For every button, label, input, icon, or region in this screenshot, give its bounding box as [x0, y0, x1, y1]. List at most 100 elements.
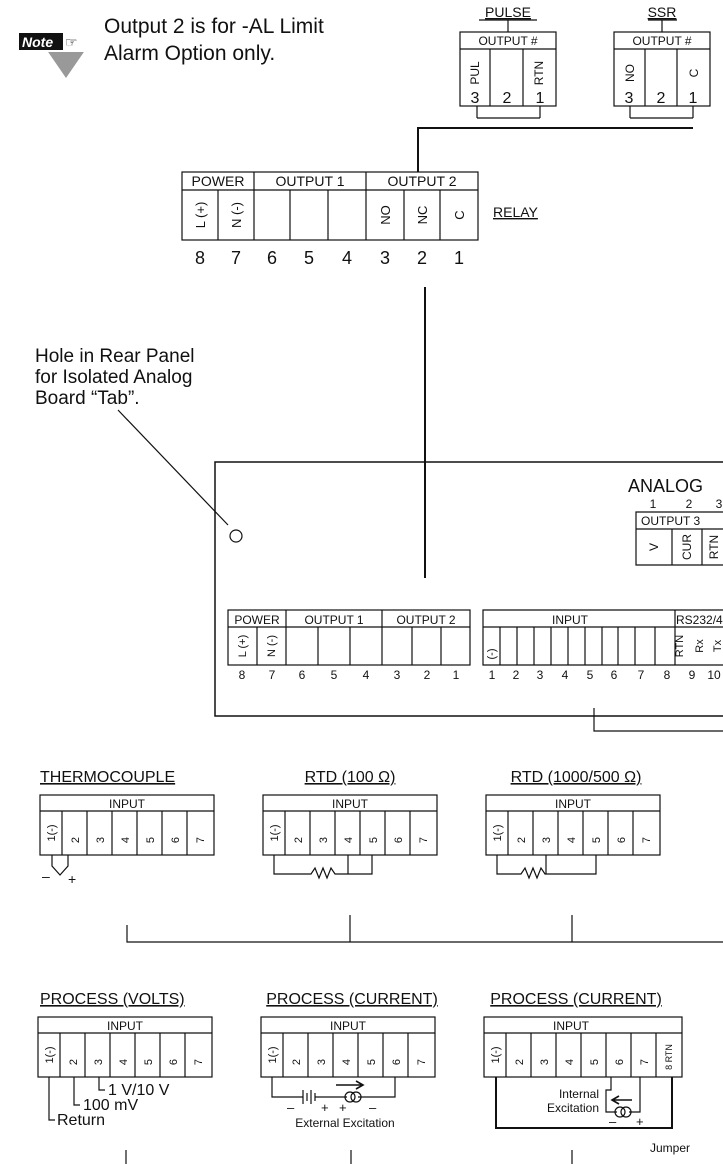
rtd1000-header: INPUT	[555, 797, 592, 811]
ssr-num-2: 2	[657, 90, 666, 107]
rear-num-2: 2	[424, 668, 431, 682]
proc-cur-int-block: PROCESS (CURRENT) INPUT 1(-) 2 3 4 5 6 7…	[483, 991, 690, 1155]
rear-header-output2: OUTPUT 2	[396, 613, 455, 627]
pci-cell-7: 7	[639, 1059, 651, 1065]
pulse-num-2: 2	[503, 90, 512, 107]
pce-cell-7: 7	[416, 1059, 428, 1065]
proc-cur-int-title: PROCESS (CURRENT)	[490, 991, 662, 1008]
pv-cell-4: 4	[118, 1059, 130, 1065]
note-badge: Note	[22, 34, 53, 50]
rtd1000-block: RTD (1000/500 Ω) INPUT 1(-) 2 3 4 5 6 7	[485, 769, 661, 880]
pulse-num-3: 3	[471, 90, 480, 107]
rs-num-8: 8	[664, 668, 671, 682]
analog-num-3: 3	[716, 497, 723, 511]
note-hand-icon: ☞	[65, 34, 78, 50]
pci-cell-1: 1(-)	[490, 1046, 502, 1063]
pce-minus2: –	[369, 1100, 377, 1115]
rtd100-cell-2: 2	[293, 837, 305, 843]
top-header-power: POWER	[192, 173, 245, 189]
rtd1000-cell-4: 4	[566, 837, 578, 843]
rear-input-num-7: 7	[638, 668, 645, 682]
rear-input-num-1: 1	[489, 668, 496, 682]
note-triangle-icon	[44, 46, 88, 78]
proc-volts-cells: 1(-) 2 3 4 5 6 7	[44, 1033, 205, 1077]
proc-volts-label-v: 1 V/10 V	[108, 1082, 170, 1099]
rear-num-4: 4	[363, 668, 370, 682]
bus-line-row1	[126, 915, 723, 943]
pci-minus: –	[609, 1114, 617, 1129]
rtd1000-title: RTD (1000/500 Ω)	[511, 769, 642, 786]
rtd100-cells: 1(-) 2 3 4 5 6 7	[269, 811, 430, 855]
tc-cell-3: 3	[95, 837, 107, 843]
analog-title: ANALOG	[628, 476, 703, 496]
rs-num-9: 9	[689, 668, 696, 682]
analog-label-rtn: RTN	[707, 535, 721, 559]
top-label-n: N (-)	[229, 202, 244, 228]
tc-cell-2: 2	[70, 837, 82, 843]
pulse-header: OUTPUT #	[478, 34, 537, 48]
rtd1000-cell-1: 1(-)	[492, 824, 504, 841]
pulse-label-rtn: RTN	[532, 61, 546, 85]
top-num-5: 5	[304, 248, 314, 268]
rs-label-rtn: RTN	[674, 635, 686, 657]
rear-input-label: (-)	[486, 649, 498, 660]
rear-panel-hole	[229, 529, 243, 543]
proc-cur-ext-cells: 1(-) 2 3 4 5 6 7	[267, 1033, 428, 1077]
pce-plus2: +	[339, 1100, 347, 1115]
current-source-icon	[344, 1091, 356, 1103]
pv-cell-1: 1(-)	[44, 1046, 56, 1063]
rs232-header: RS232/485	[676, 613, 723, 627]
pci-plus: +	[636, 1114, 644, 1129]
proc-volts-label-mv: 100 mV	[83, 1097, 138, 1114]
pv-cell-6: 6	[168, 1059, 180, 1065]
top-label-nc: NC	[415, 206, 430, 225]
int-excitation-leads	[605, 1077, 641, 1113]
analog-header: OUTPUT 3	[641, 514, 700, 528]
analog-num-2: 2	[686, 497, 693, 511]
top-num-4: 4	[342, 248, 352, 268]
tc-cell-7: 7	[195, 837, 207, 843]
rear-num-8: 8	[239, 668, 246, 682]
rtd100-cell-6: 6	[393, 837, 405, 843]
input-bracket	[593, 708, 723, 732]
rear-label-n: N (-)	[266, 635, 278, 657]
pv-cell-2: 2	[68, 1059, 80, 1065]
tc-cell-5: 5	[145, 837, 157, 843]
top-num-2: 2	[417, 248, 427, 268]
proc-volts-leads	[48, 1077, 105, 1121]
top-num-1: 1	[454, 248, 464, 268]
pv-cell-5: 5	[143, 1059, 155, 1065]
proc-volts-title: PROCESS (VOLTS)	[40, 991, 185, 1008]
note-text-line2: Alarm Option only.	[104, 42, 275, 65]
hole-note-line3: Board “Tab”.	[35, 388, 140, 409]
ssr-num-3: 3	[625, 90, 634, 107]
tc-cell-1: 1(-)	[46, 824, 58, 841]
rear-input-num-2: 2	[513, 668, 520, 682]
pv-cell-3: 3	[93, 1059, 105, 1065]
rtd1000-resistor-icon	[496, 855, 597, 880]
proc-volts-block: PROCESS (VOLTS) INPUT 1(-) 2 3 4 5 6 7 1…	[37, 991, 213, 1129]
battery-icon	[271, 1077, 396, 1104]
pci-cell-2: 2	[514, 1059, 526, 1065]
hole-note-line1: Hole in Rear Panel	[35, 346, 194, 367]
proc-cur-ext-title: PROCESS (CURRENT)	[266, 991, 438, 1008]
top-terminal-strip: POWER OUTPUT 1 OUTPUT 2 L (+) N (-) NO N…	[181, 171, 539, 268]
hole-note: Hole in Rear Panel for Isolated Analog B…	[35, 346, 229, 526]
rear-num-3: 3	[394, 668, 401, 682]
int-current-source-icon	[614, 1106, 626, 1118]
rs-label-tx: Tx	[712, 639, 723, 652]
rear-num-1: 1	[453, 668, 460, 682]
rtd1000-cell-2: 2	[516, 837, 528, 843]
top-num-8: 8	[195, 248, 205, 268]
int-current-arrow-icon	[610, 1095, 632, 1105]
tc-minus: –	[42, 868, 50, 884]
relay-label: RELAY	[493, 204, 539, 220]
top-label-l: L (+)	[193, 202, 208, 229]
top-label-no: NO	[378, 205, 393, 225]
ssr-label-no: NO	[623, 64, 637, 82]
output-wires	[417, 106, 694, 172]
proc-cur-ext-caption: External Excitation	[295, 1116, 394, 1130]
top-header-output2: OUTPUT 2	[388, 173, 457, 189]
note-text-line1: Output 2 is for -AL Limit	[104, 15, 324, 38]
